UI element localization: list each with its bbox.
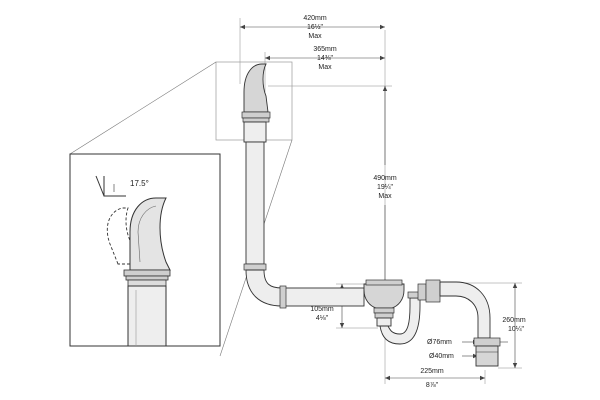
horizontal-pipe: [281, 287, 365, 307]
waste-body: [363, 283, 405, 309]
overall-height-metric: 490mm: [373, 175, 397, 182]
overall-height-dimension: 490mm 19¼" Max: [268, 85, 397, 285]
trap-coupling-2: [425, 279, 441, 303]
outlet-outer-diameter: Ø76mm: [427, 339, 452, 346]
detail-angle-label: 17.5°: [130, 179, 149, 188]
outlet-spigot: [475, 345, 499, 367]
waste-tail: [376, 317, 392, 327]
trap-depth-metric: 105mm: [310, 306, 334, 313]
outlet-offset-dimension: 225mm 8⅞": [384, 330, 486, 389]
horizontal-joint: [279, 285, 287, 309]
outlet-sweep: [439, 281, 491, 339]
callout-line-top: [69, 61, 217, 155]
spout-offset-note: Max: [318, 64, 332, 71]
trap-depth-imperial: 4⅛": [316, 315, 329, 322]
detail-ring-1: [123, 269, 171, 277]
overall-width-imperial: 16½": [307, 23, 324, 31]
spout-ring-1: [241, 111, 271, 119]
spout-head: [243, 63, 269, 113]
overall-width-note: Max: [308, 33, 322, 40]
trap-coupling: [417, 283, 427, 301]
spout-collar: [243, 121, 267, 143]
overflow-pipe: [245, 141, 265, 265]
detail-ring-2: [125, 275, 169, 281]
detail-ring-3: [127, 279, 167, 287]
overall-width-metric: 420mm: [303, 15, 327, 22]
detail-spout-head: [129, 197, 171, 271]
overall-height-note: Max: [378, 193, 392, 200]
spout-offset-dimension: 365mm 14⅜" Max: [264, 46, 385, 92]
detail-pipe: [127, 285, 167, 347]
detail-spout-shade: [137, 205, 157, 263]
spout-offset-metric: 365mm: [313, 46, 337, 53]
outlet-offset-metric: 225mm: [420, 368, 444, 375]
detail-inset: 17.5°: [69, 153, 221, 347]
waste-nut-2: [374, 312, 394, 319]
outlet-height-metric: 260mm: [502, 317, 526, 324]
outlet-inner-diameter: Ø40mm: [429, 353, 454, 360]
outlet-offset-imperial: 8⅞": [426, 382, 439, 389]
waste-assembly: [241, 63, 501, 367]
waste-flange: [365, 279, 403, 286]
waste-nut-1: [373, 307, 395, 314]
spout-offset-imperial: 14⅜": [317, 55, 334, 62]
angle-symbol-tilt: [95, 175, 105, 197]
overflow-elbow: [245, 269, 283, 307]
overflow-joint: [243, 263, 267, 271]
outlet-ring: [473, 337, 501, 347]
spout-ring-2: [242, 117, 270, 123]
overall-height-imperial: 19¼": [377, 184, 394, 191]
outlet-height-imperial: 10¼": [508, 326, 525, 333]
